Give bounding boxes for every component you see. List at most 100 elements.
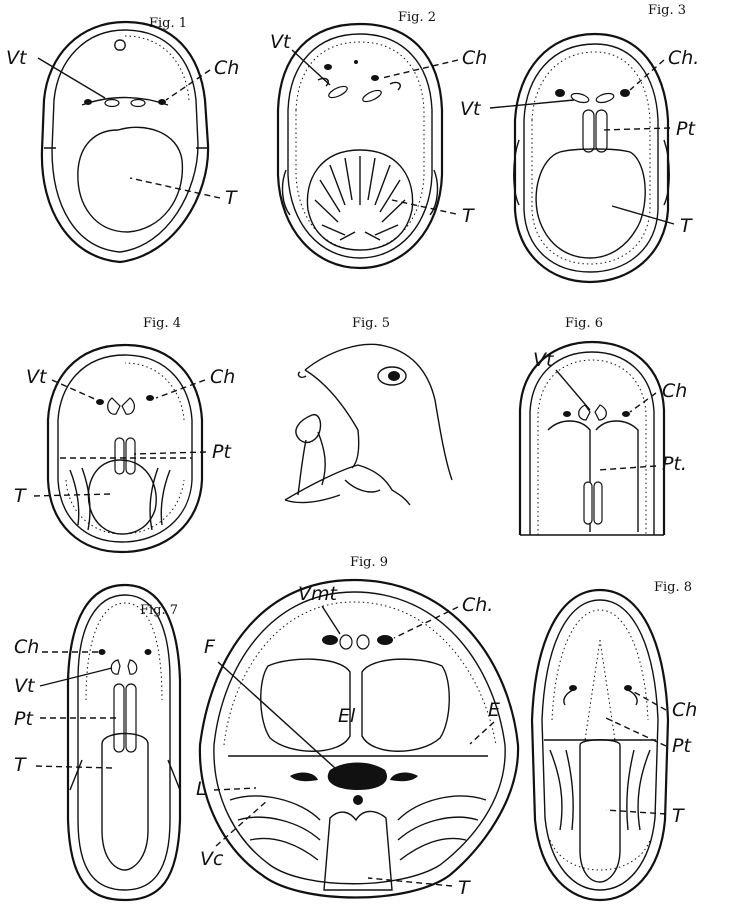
fig9-leader-e: [470, 722, 494, 744]
figure-6: Fig. 6 Vt Ch Pt.: [520, 316, 687, 535]
fig3-palatine-teeth-right: [596, 110, 607, 152]
fig9-glottis-region: [328, 763, 387, 791]
fig4-vomerine-teeth-right: [122, 398, 134, 414]
fig7-vomerine-teeth-right: [128, 660, 137, 674]
fig2-vomerine-teeth-left: [327, 84, 349, 100]
figure-8: Fig. 8 Ch Pt T: [532, 580, 697, 900]
fig3-label-vt: Vt: [460, 98, 482, 120]
figure-7: Fig. 7 Ch Vt Pt T: [14, 585, 180, 900]
fig3-leader-ch: [630, 60, 664, 90]
fig6-label-ch: Ch: [662, 380, 687, 402]
fig2-caption: Fig. 2: [398, 10, 436, 25]
fig7-caption: Fig. 7: [140, 603, 178, 618]
fig9-head-outline: [200, 580, 518, 898]
fig3-vomerine-teeth-left: [570, 92, 589, 104]
fig7-palatine-teeth-right: [126, 684, 136, 752]
fig1-label-vt: Vt: [6, 47, 28, 69]
fig1-label-ch: Ch: [214, 57, 239, 79]
fig9-leader-f: [218, 662, 346, 778]
fig3-caption: Fig. 3: [648, 3, 686, 18]
fig4-teeth: [66, 363, 184, 534]
fig5-upper-jaw: [305, 370, 358, 430]
fig7-vomerine-teeth-left: [111, 660, 120, 674]
fig8-label-ch: Ch: [672, 699, 697, 721]
fig7-label-pt: Pt: [14, 708, 34, 730]
fig3-tongue: [536, 149, 645, 258]
fig5-tongue-tip: [296, 415, 321, 443]
fig3-leader-vt: [490, 100, 574, 108]
fig3-vomerine-teeth-right: [595, 92, 614, 104]
fig6-label-vt: Vt: [533, 349, 555, 371]
figure-4: Fig. 4 Vt Ch Pt T: [14, 316, 235, 552]
fig4-leader-pt: [134, 452, 206, 454]
fig5-mouth-angle: [352, 430, 359, 468]
fig9-label-e: E: [488, 699, 500, 721]
fig4-label-ch: Ch: [210, 366, 235, 388]
fig8-floor-folds: [550, 750, 650, 830]
fig8-caption: Fig. 8: [654, 580, 692, 595]
fig1-teeth: [125, 36, 189, 100]
fig2-label-vt: Vt: [270, 31, 292, 53]
fig9-choana-right: [377, 635, 393, 645]
figure-1: Fig. 1 Vt Ch T: [6, 16, 239, 262]
fig9-tongue: [324, 811, 392, 890]
fig6-label-pt: Pt.: [662, 453, 687, 475]
fig7-label-t: T: [14, 754, 27, 776]
figure-3: Fig. 3 Ch. Vt Pt T: [460, 3, 699, 282]
fig1-choana-right: [158, 99, 166, 105]
fig7-choana-left: [99, 649, 106, 655]
fig2-jaw-inner: [288, 34, 432, 258]
fig2-palatine-folds: [318, 78, 400, 90]
fig8-teeth: [552, 610, 648, 720]
figure-9: Fig. 9 Vmt Ch. F El E L Vc T: [196, 555, 518, 899]
fig9-glottis: [353, 795, 363, 805]
fig9-vomerine-teeth-right: [357, 635, 369, 649]
fig3-choana-left: [555, 89, 565, 97]
fig4-label-vt: Vt: [26, 366, 48, 388]
fig1-choana-left: [84, 99, 92, 105]
fig6-palatine-teeth-left: [584, 482, 592, 524]
fig7-label-ch: Ch: [14, 636, 39, 658]
fig9-label-l: L: [196, 778, 207, 800]
fig3-label-ch: Ch.: [668, 47, 699, 69]
fig5-pupil: [388, 371, 400, 381]
fig9-label-f: F: [204, 636, 216, 658]
fig2-vomerine-teeth-right: [361, 88, 383, 104]
fig8-palatine-teeth-rows: [585, 640, 615, 740]
fig8-head-outline: [532, 590, 668, 900]
fig9-label-vc: Vc: [200, 848, 224, 870]
fig4-caption: Fig. 4: [143, 316, 181, 331]
fig4-jaw-inner: [58, 355, 192, 542]
fig5-caption: Fig. 5: [352, 316, 390, 331]
fig2-tongue-papillae: [315, 156, 405, 240]
fig4-palatine-teeth-left: [115, 438, 124, 474]
fig6-palatal-folds: [548, 421, 638, 532]
fig6-leader-pt: [598, 466, 656, 470]
fig7-leader-t: [36, 766, 112, 768]
fig1-tongue: [78, 127, 183, 232]
fig2-choana-right: [371, 75, 379, 81]
fig6-caption: Fig. 6: [565, 316, 603, 331]
fig6-palatine-teeth-right: [594, 482, 602, 524]
fig5-snout-tip: [298, 372, 306, 377]
fig1-jaw-inner: [52, 30, 198, 252]
fig4-head-outline: [48, 345, 202, 552]
fig8-leader-t: [606, 810, 666, 814]
fig3-leader-pt: [602, 128, 670, 130]
fig9-throat-folds: [230, 796, 486, 860]
fig8-lower-teeth: [550, 840, 650, 870]
fig7-jaw-angles: [70, 760, 180, 790]
fig8-leader-ch: [634, 692, 666, 710]
fig9-label-ch: Ch.: [462, 594, 493, 616]
fig4-palatine-teeth-right: [126, 438, 135, 474]
fig5-head-top: [305, 344, 452, 480]
fig7-label-vt: Vt: [14, 675, 36, 697]
fig8-label-pt: Pt: [672, 735, 692, 757]
fig9-eyeball-right: [362, 659, 449, 751]
fig6-vomerine-teeth-right: [595, 405, 606, 420]
fig3-jaw-inner: [524, 44, 658, 272]
fig1-tongue-tip: [115, 40, 125, 50]
fig3-palatine-teeth-left: [583, 110, 594, 152]
fig8-label-t: T: [672, 805, 685, 827]
